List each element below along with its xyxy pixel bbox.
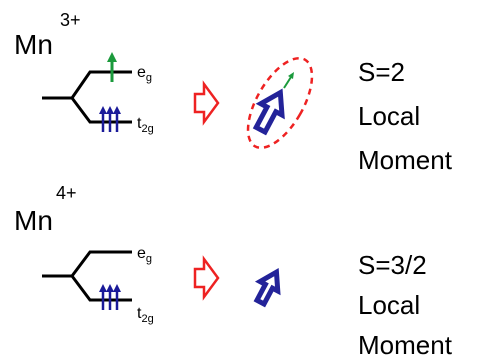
- mn3-t2g-electron-1: [99, 106, 107, 132]
- mn4-spin-label: S=3/2: [358, 250, 427, 280]
- mn3-moment-line1: Local: [358, 101, 420, 131]
- mn3-moment-arrow: [252, 88, 285, 136]
- mn3-panel: Mn 3+: [14, 10, 453, 175]
- mn4-level-diagram: [42, 250, 132, 310]
- mn3-transition-arrow: [193, 80, 220, 126]
- mn3-moment-ellipse: [246, 56, 314, 150]
- mn4-t2g-electron-1: [99, 284, 107, 310]
- mn4-eg-label: eg: [137, 245, 152, 265]
- mn3-moment-line2: Moment: [358, 145, 453, 175]
- mn4-ion-base: Mn: [14, 205, 53, 236]
- mn3-eg-electron: [107, 52, 117, 82]
- mn3-level-diagram: [42, 52, 132, 132]
- mn4-t2g-label: t2g: [137, 305, 154, 325]
- mn3-ion-base: Mn: [14, 29, 53, 60]
- mn4-t2g-electron-3: [113, 284, 121, 310]
- mn3-t2g-electron-2: [106, 106, 114, 132]
- mn3-ion-label: Mn: [14, 29, 53, 60]
- mn3-ion-charge: 3+: [60, 10, 81, 30]
- mn4-ion-label: Mn: [14, 205, 53, 236]
- mn3-t2g-label: t2g: [137, 115, 154, 135]
- mn4-moment-line1: Local: [358, 290, 420, 320]
- mn4-ion-charge: 4+: [56, 183, 77, 203]
- mn3-t2g-electrons: [99, 106, 121, 132]
- mn4-moment-arrow: [253, 267, 281, 308]
- mn4-t2g-electrons: [99, 284, 121, 310]
- mn3-eg-label: eg: [137, 64, 152, 84]
- mn4-t2g-electron-2: [106, 284, 114, 310]
- mn3-eg-moment-arrow: [283, 72, 294, 89]
- mn4-panel: Mn 4+ eg t2g: [14, 183, 453, 360]
- mn3-spin-label: S=2: [358, 57, 405, 87]
- mn4-transition-arrow: [193, 255, 220, 301]
- mn3-t2g-electron-3: [113, 106, 121, 132]
- mn4-moment-line2: Moment: [358, 330, 453, 360]
